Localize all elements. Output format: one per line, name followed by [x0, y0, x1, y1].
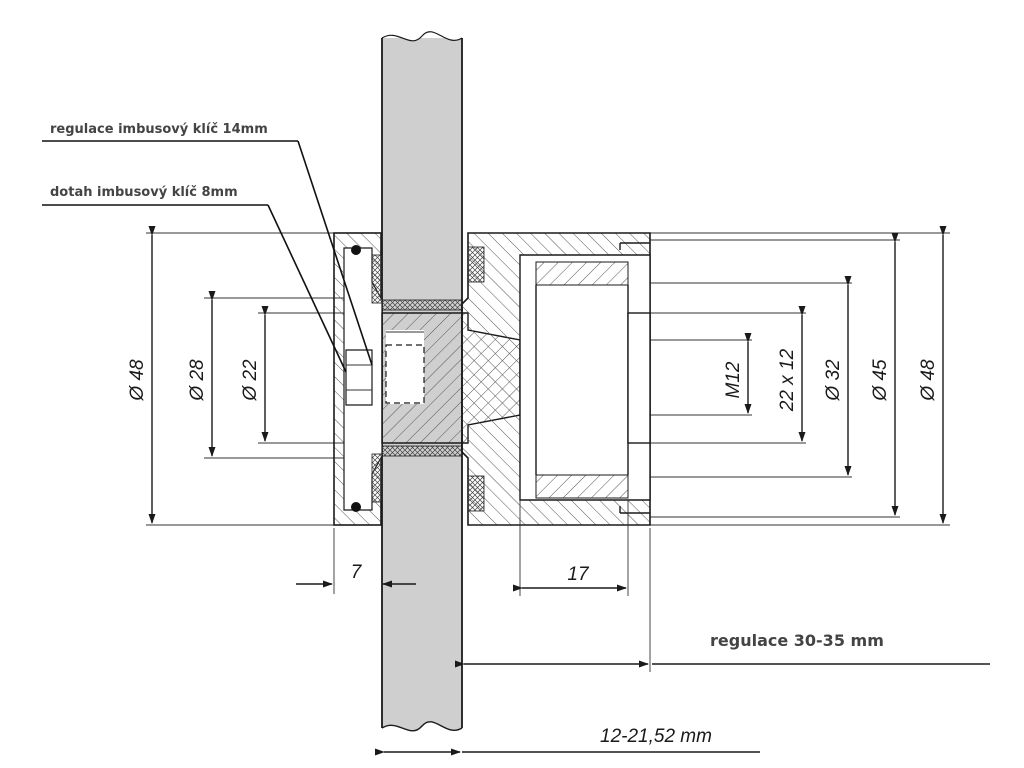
label-left-d48: Ø 48 [127, 359, 148, 402]
dim-left-d22: Ø 22 [240, 306, 269, 442]
label-len-7: 7 [351, 562, 363, 583]
dim-right-m12: M12 [723, 333, 752, 414]
label-adjust-range: regulace 30-35 mm [710, 631, 884, 650]
dim-glass-range: 12-21,52 mm [375, 726, 760, 756]
dim-right-d48: Ø 48 [918, 226, 947, 524]
label-right-d45: Ø 45 [870, 359, 891, 402]
label-left-d22: Ø 22 [240, 359, 261, 402]
callout-adjust: regulace imbusový klíč 14mm [42, 122, 373, 366]
dim-right-d45: Ø 45 [870, 233, 899, 516]
dim-len-17: 17 [513, 500, 629, 596]
callout-adjust-key: regulace imbusový klíč 14mm [50, 122, 268, 137]
callout-tighten-key: dotah imbusový klíč 8mm [50, 185, 238, 200]
label-right-d32: Ø 32 [823, 359, 844, 402]
dim-left-d28: Ø 28 [187, 291, 216, 457]
dim-right-22x12: 22 x 12 [777, 306, 806, 442]
label-right-m12: M12 [723, 361, 744, 398]
label-right-22x12: 22 x 12 [777, 348, 798, 412]
label-glass-range: 12-21,52 mm [600, 726, 712, 747]
callout-tighten: dotah imbusový klíč 8mm [42, 185, 347, 373]
label-len-17: 17 [567, 564, 590, 585]
label-right-d48: Ø 48 [918, 359, 939, 402]
dim-len-7: 7 [296, 528, 416, 594]
left-cap [333, 232, 383, 526]
right-body [461, 232, 651, 526]
label-left-d28: Ø 28 [187, 359, 208, 402]
dim-right-d32: Ø 32 [823, 276, 852, 476]
dim-adjust-range: regulace 30-35 mm [455, 528, 990, 672]
dim-left-d48: Ø 48 [127, 226, 156, 524]
